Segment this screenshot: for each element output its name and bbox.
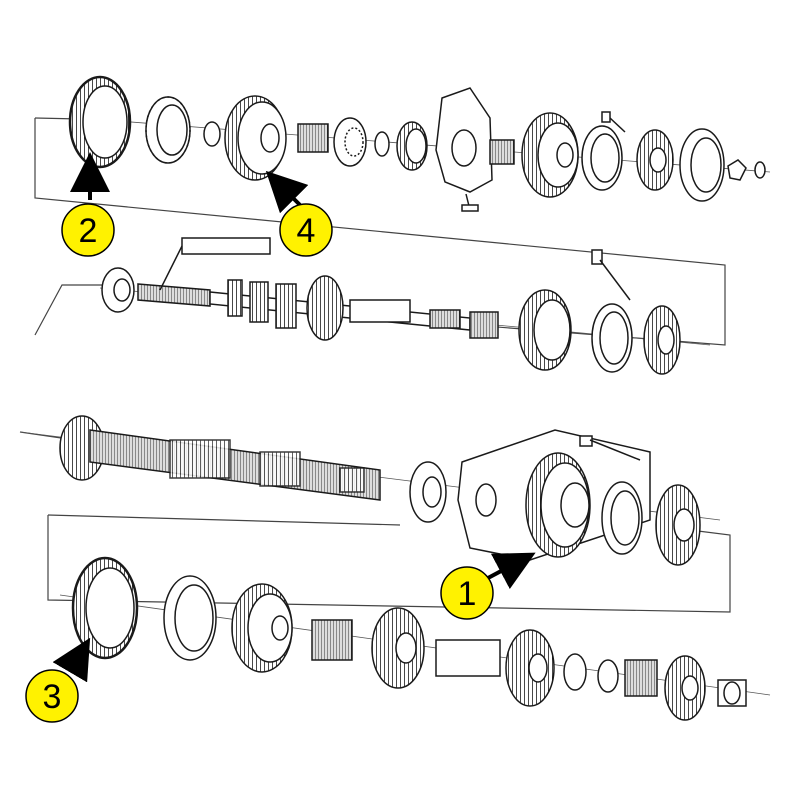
sleeve-ring xyxy=(679,128,725,202)
arrow-3 xyxy=(52,637,91,683)
nut xyxy=(727,159,747,181)
arrow-1 xyxy=(487,552,536,590)
front-bearing xyxy=(101,267,135,313)
gear-part-1 xyxy=(525,452,591,558)
callout-arrows xyxy=(52,152,536,683)
bearing-ring xyxy=(145,96,191,164)
washer-bottom-1 xyxy=(563,653,587,691)
rear-bearing xyxy=(409,461,447,523)
callout-3: 3 xyxy=(25,669,79,723)
gear-bottom-1 xyxy=(231,583,293,673)
callout-1: 1 xyxy=(440,566,494,620)
needle-bearing-2 xyxy=(489,139,515,165)
callout-2: 2 xyxy=(61,203,115,257)
synchro-hub-lower xyxy=(655,484,701,566)
needle-bearing-bottom xyxy=(311,619,353,661)
callout-2-label: 2 xyxy=(79,212,98,250)
spacer-tube xyxy=(435,639,501,677)
synchro-hub-middle xyxy=(643,305,681,375)
bearing-bottom xyxy=(624,659,658,697)
countershaft-row xyxy=(59,415,701,566)
arrow-4 xyxy=(265,170,309,214)
callout-4-label: 4 xyxy=(297,212,316,250)
gear-middle xyxy=(518,289,572,371)
synchro-ring-middle xyxy=(591,303,633,373)
large-gear xyxy=(521,112,579,198)
snap-ring xyxy=(203,121,221,147)
gear-bottom-2 xyxy=(371,607,425,689)
gear-bottom-4 xyxy=(664,655,706,721)
callout-1-label: 1 xyxy=(458,575,477,613)
callout-3-label: 3 xyxy=(43,678,62,716)
callout-4: 4 xyxy=(279,203,333,257)
gear-bottom-3 xyxy=(505,629,555,707)
synchro-sleeve-part-2 xyxy=(68,75,132,169)
synchro-ring xyxy=(581,125,623,191)
middle-panel-frame xyxy=(34,284,105,336)
countershaft xyxy=(89,429,381,501)
gear-part-4 xyxy=(224,95,287,181)
synchro-hub xyxy=(636,129,674,191)
grease-tube xyxy=(181,237,271,255)
lower-panel-frame xyxy=(47,515,731,613)
needle-bearing-3 xyxy=(469,311,499,339)
washer xyxy=(754,161,766,179)
middle-row-components xyxy=(101,237,681,375)
bottom-row-components xyxy=(71,556,747,721)
ball-bearing xyxy=(333,117,367,167)
synchro-sleeve-part-3 xyxy=(71,556,139,660)
needle-bearing xyxy=(297,123,329,153)
gear-hub xyxy=(396,121,428,171)
synchro-ring-bottom xyxy=(163,575,217,661)
washer-bottom-2 xyxy=(597,659,619,693)
upper-row-components xyxy=(68,75,766,212)
main-shaft xyxy=(137,283,211,307)
synchro-ring-lower xyxy=(601,481,643,555)
spacer xyxy=(374,131,390,157)
